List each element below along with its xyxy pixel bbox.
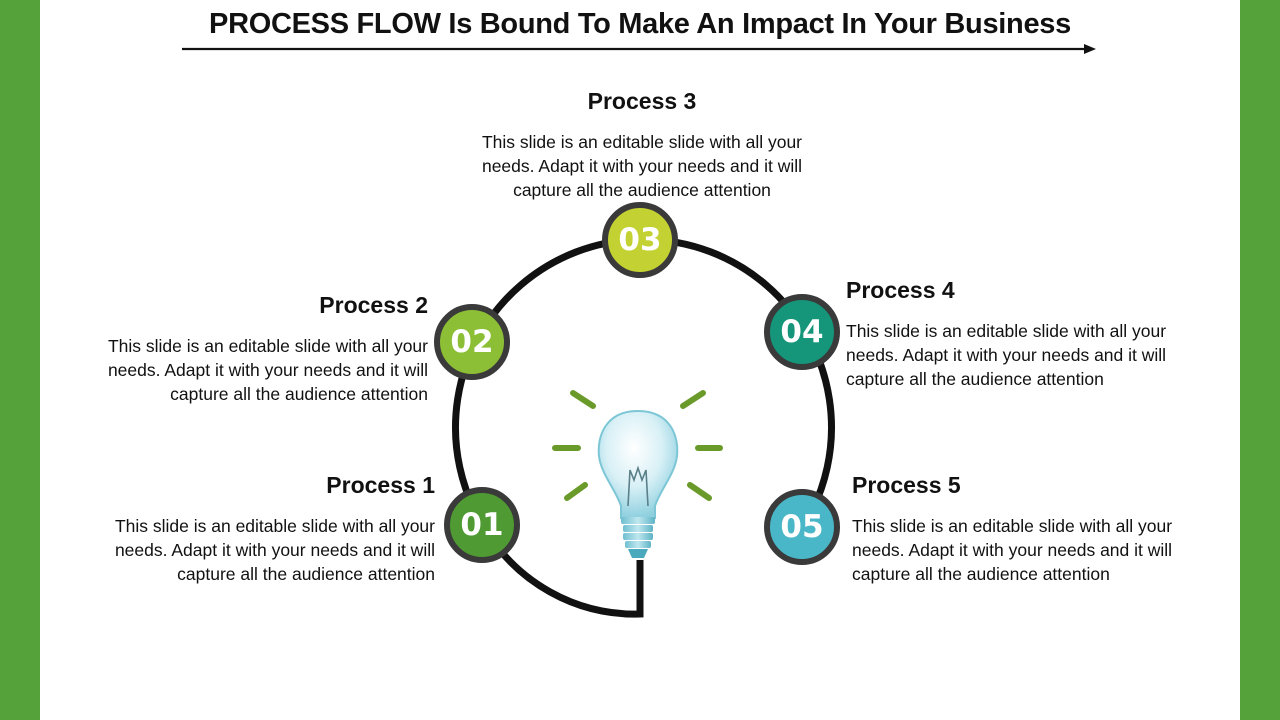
process-3-description: This slide is an editable slide with all… [481, 132, 803, 200]
left-side-bar [0, 0, 40, 720]
process-1-title: Process 1 [326, 472, 435, 498]
process-4-title: Process 4 [846, 277, 955, 303]
process-2-description: This slide is an editable slide with all… [107, 336, 428, 404]
light-rays [552, 390, 723, 501]
slide-title: PROCESS FLOW Is Bound To Make An Impact … [209, 8, 1071, 40]
process-2-title: Process 2 [319, 292, 428, 318]
right-side-bar [1240, 0, 1280, 720]
process-node-2: 02 [434, 304, 510, 380]
light-bulb-icon [597, 409, 679, 558]
process-5-title: Process 5 [852, 472, 961, 498]
process-node-3: 03 [602, 202, 678, 278]
process-node-1: 01 [444, 487, 520, 563]
process-1-description: This slide is an editable slide with all… [114, 516, 435, 584]
title-underline-arrow [182, 44, 1096, 54]
process-node-4: 04 [764, 294, 840, 370]
process-3-title: Process 3 [587, 88, 697, 114]
process-5-description: This slide is an editable slide with all… [852, 516, 1173, 584]
process-4-description: This slide is an editable slide with all… [846, 321, 1167, 389]
process-node-5: 05 [764, 489, 840, 565]
